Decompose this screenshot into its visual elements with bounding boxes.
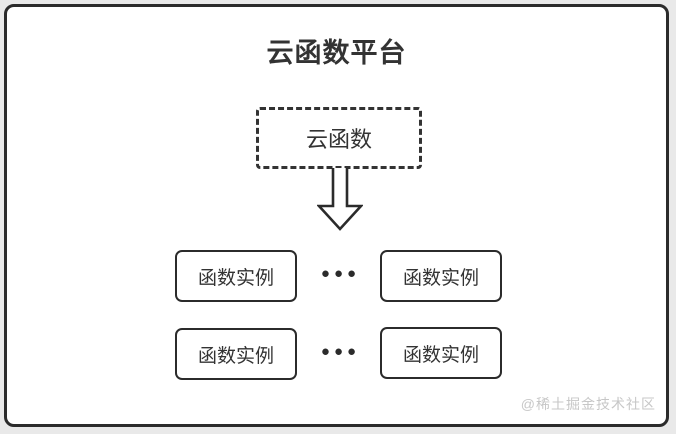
ellipsis-dots: ●●● — [320, 342, 361, 360]
down-arrow-icon — [316, 168, 364, 231]
cloud-function-node: 云函数 — [256, 107, 422, 169]
watermark: @稀土掘金技术社区 — [520, 396, 656, 412]
function-instance-label: 函数实例 — [197, 267, 274, 289]
ellipsis-dots: ●●● — [320, 264, 361, 282]
cloud-function-node-label: 云函数 — [305, 127, 372, 152]
function-instance-label: 函数实例 — [402, 344, 479, 366]
function-instance-node: 函数实例 — [380, 250, 502, 302]
function-instance-node: 函数实例 — [175, 328, 297, 380]
function-instance-node: 函数实例 — [175, 250, 297, 302]
function-instance-node: 函数实例 — [380, 327, 502, 379]
platform-container: 云函数平台 云函数 函数实例 ●●● 函数实例 函数实例 ●●● 函数实例 @稀… — [4, 4, 669, 427]
diagram-title: 云函数平台 — [266, 38, 407, 68]
function-instance-label: 函数实例 — [197, 345, 274, 367]
function-instance-label: 函数实例 — [402, 267, 479, 289]
